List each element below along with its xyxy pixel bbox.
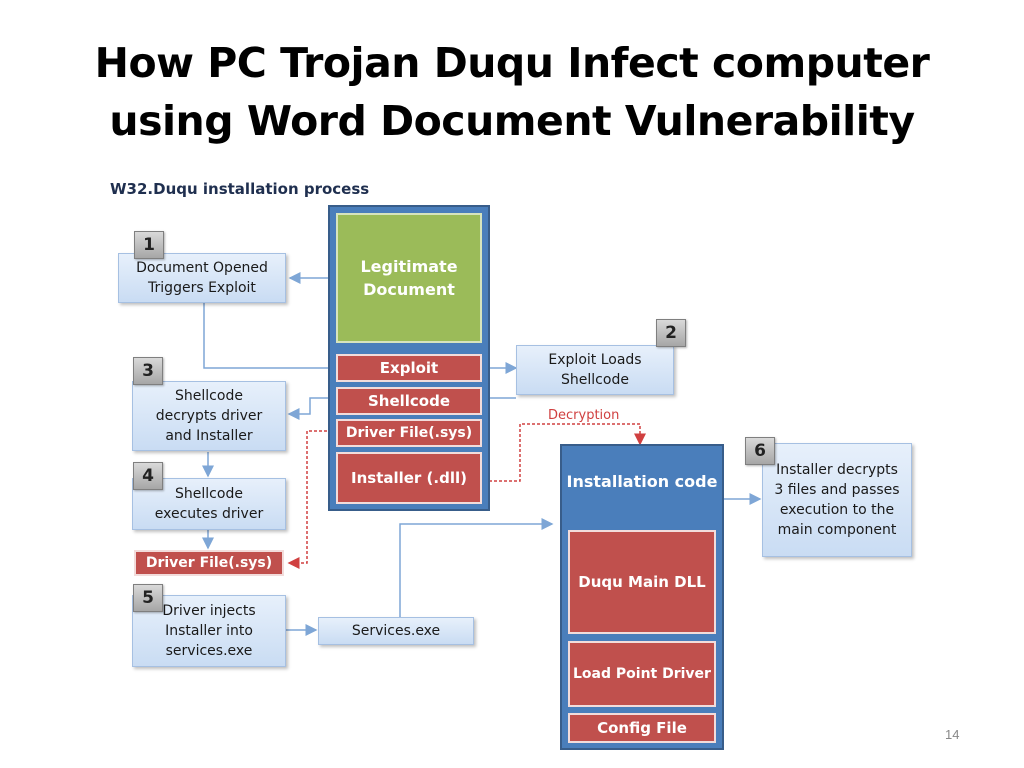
config-file-box: Config File bbox=[568, 713, 716, 743]
services-exe-box: Services.exe bbox=[318, 617, 474, 645]
driver-file-box: Driver File(.sys) bbox=[336, 419, 482, 447]
slide-title: How PC Trojan Duqu Infect computer using… bbox=[0, 34, 1024, 150]
step-6-box: Installer decrypts 3 files and passes ex… bbox=[762, 443, 912, 557]
step-2-box: Exploit Loads Shellcode bbox=[516, 345, 674, 395]
slide-page-number: 14 bbox=[945, 727, 960, 742]
step-5-number: 5 bbox=[133, 584, 163, 612]
installation-code-heading: Installation code bbox=[566, 472, 718, 491]
diagram-title: W32.Duqu installation process bbox=[110, 180, 370, 198]
left-driver-file-box: Driver File(.sys) bbox=[134, 550, 284, 576]
step-3-number: 3 bbox=[133, 357, 163, 385]
step-1-box: Document Opened Triggers Exploit bbox=[118, 253, 286, 303]
title-line-2: using Word Document Vulnerability bbox=[109, 97, 915, 145]
step-4-box: Shellcode executes driver bbox=[132, 478, 286, 530]
legitimate-document: Legitimate Document bbox=[336, 213, 482, 343]
dotted-arrow-decryption bbox=[484, 423, 646, 482]
installer-box: Installer (.dll) bbox=[336, 452, 482, 504]
decryption-label: Decryption bbox=[548, 408, 620, 423]
dotted-arrow-driver-sys bbox=[287, 430, 332, 569]
load-point-driver-box: Load Point Driver bbox=[568, 641, 716, 707]
step-2-number: 2 bbox=[656, 319, 686, 347]
exploit-box: Exploit bbox=[336, 354, 482, 382]
step-6-number: 6 bbox=[745, 437, 775, 465]
step-3-box: Shellcode decrypts driver and Installer bbox=[132, 381, 286, 451]
step-4-number: 4 bbox=[133, 462, 163, 490]
duqu-main-dll-box: Duqu Main DLL bbox=[568, 530, 716, 634]
shellcode-box: Shellcode bbox=[336, 387, 482, 415]
arrow-services-to-install bbox=[399, 518, 554, 617]
step-1-number: 1 bbox=[134, 231, 164, 259]
title-line-1: How PC Trojan Duqu Infect computer bbox=[94, 39, 930, 87]
